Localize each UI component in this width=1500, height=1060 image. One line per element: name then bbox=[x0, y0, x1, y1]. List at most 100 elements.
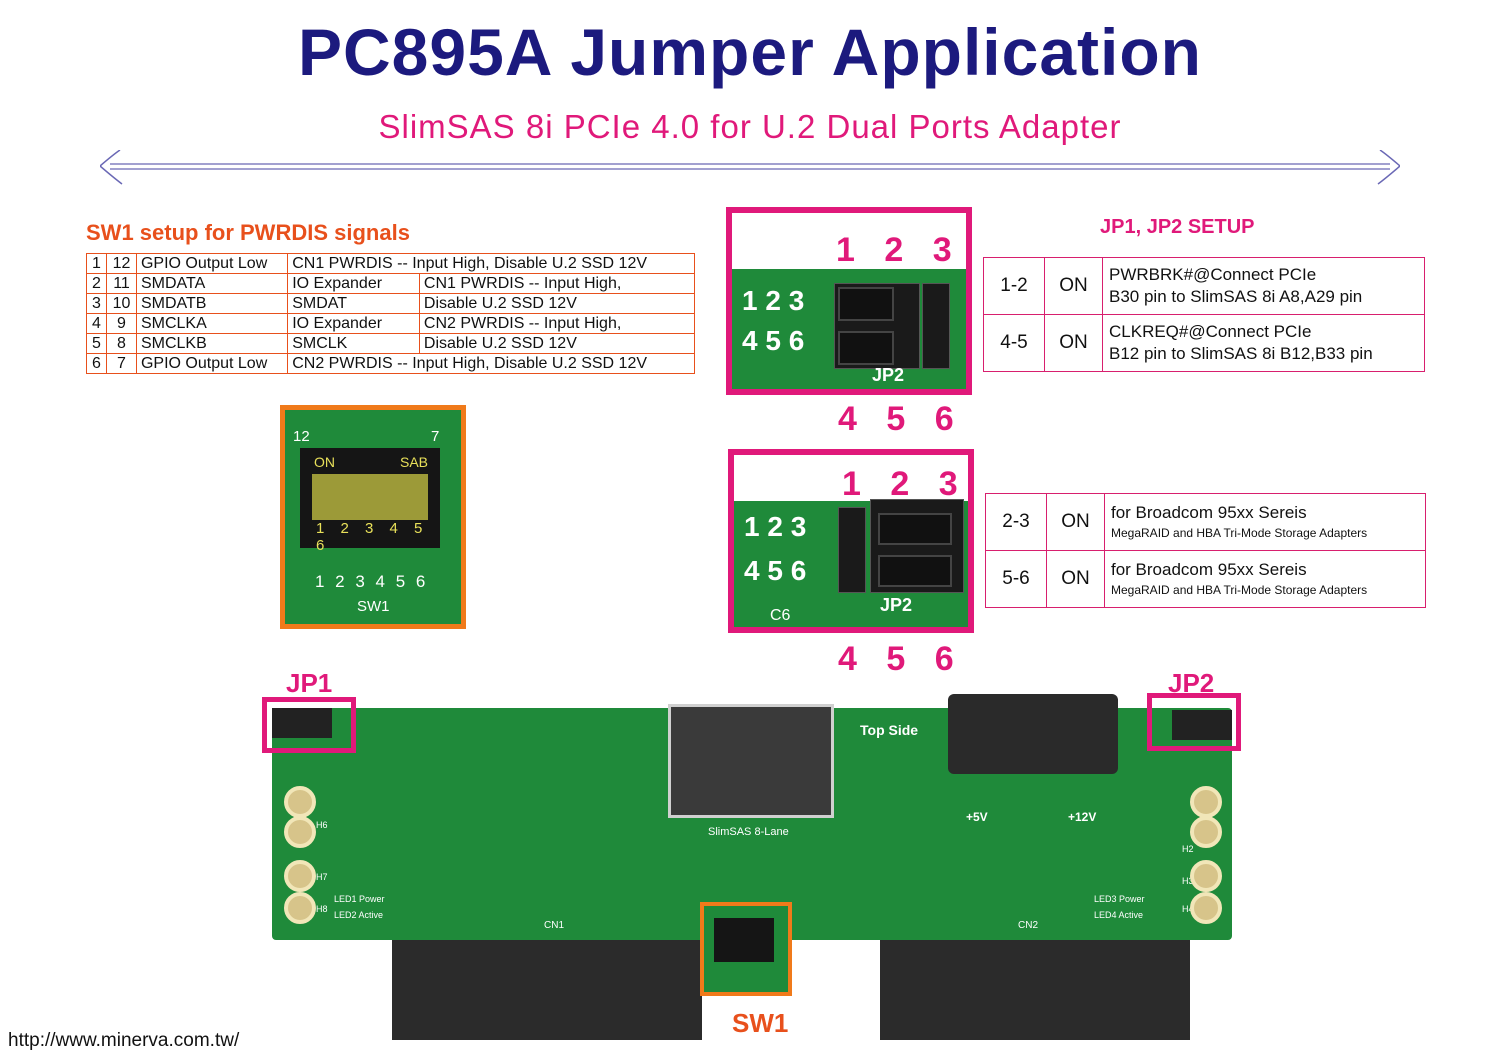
table-row: 4 9 SMCLKA IO Expander CN2 PWRDIS -- Inp… bbox=[85, 313, 696, 334]
jp1-highlight bbox=[262, 697, 356, 753]
pins: 5-6 bbox=[985, 550, 1047, 608]
silk-c6: C6 bbox=[770, 607, 791, 624]
silk-led4: LED4 Active bbox=[1094, 910, 1144, 920]
silk-slimsas: SlimSAS 8-Lane bbox=[708, 826, 789, 838]
mount-hole bbox=[1190, 816, 1222, 848]
mount-hole bbox=[284, 786, 316, 818]
silk-h3: H3 bbox=[1182, 876, 1194, 886]
silk-12: 12 bbox=[293, 428, 310, 445]
silk-top-side: Top Side bbox=[860, 722, 919, 738]
silk-12v: +12V bbox=[1068, 810, 1097, 824]
jumper-cap-45 bbox=[838, 331, 894, 365]
description: CN1 PWRDIS -- Input High, bbox=[418, 273, 696, 294]
silk-7: 7 bbox=[431, 428, 440, 445]
pins: 4-5 bbox=[983, 314, 1045, 372]
jp1-header bbox=[272, 708, 332, 738]
silk-h4: H4 bbox=[1182, 904, 1194, 914]
jp2-highlight bbox=[1147, 693, 1241, 751]
state: ON bbox=[1046, 550, 1105, 608]
pcb-board: Top Side SlimSAS 8-Lane CN1 CN2 LED1 Pow… bbox=[272, 694, 1232, 940]
state: ON bbox=[1046, 493, 1105, 551]
mount-hole bbox=[1190, 786, 1222, 818]
silk-h8: H8 bbox=[316, 904, 328, 914]
silk-456: 4 5 6 bbox=[744, 555, 807, 586]
table-row: 5 8 SMCLKB SMCLK Disable U.2 SSD 12V bbox=[85, 333, 696, 354]
jp-heading: JP1, JP2 SETUP bbox=[1100, 216, 1255, 238]
silk-456: 4 5 6 bbox=[742, 325, 805, 356]
pin-b: 7 bbox=[106, 353, 137, 374]
silk-5v: +5V bbox=[966, 810, 988, 824]
table-row: 3 10 SMDATB SMDAT Disable U.2 SSD 12V bbox=[85, 293, 696, 314]
cn1-connector bbox=[392, 940, 702, 1040]
dip-switch-body: ON SAB 1 2 3 4 5 6 bbox=[300, 448, 440, 554]
description: CN1 PWRDIS -- Input High, Disable U.2 SS… bbox=[287, 253, 695, 274]
silk-cn2: CN2 bbox=[1018, 920, 1039, 931]
pin-numbers-bottom: 4 5 6 bbox=[838, 400, 964, 438]
dip-sab-label: SAB bbox=[400, 454, 429, 470]
mount-hole bbox=[284, 892, 316, 924]
jp1-label: JP1 bbox=[286, 668, 333, 698]
device: SMDAT bbox=[287, 293, 420, 314]
pin-numbers-top: 1 2 3 bbox=[842, 465, 968, 503]
silk-jp2: JP2 bbox=[872, 365, 905, 385]
pin-a: 2 bbox=[85, 273, 108, 294]
signal: SMCLKB bbox=[135, 333, 289, 354]
pin-b: 10 bbox=[106, 293, 137, 314]
description: Disable U.2 SSD 12V bbox=[418, 293, 696, 314]
silk-123: 1 2 3 bbox=[742, 285, 805, 316]
silk-cn1: CN1 bbox=[544, 920, 565, 931]
description: CN2 PWRDIS -- Input High, Disable U.2 SS… bbox=[287, 353, 695, 374]
cn2-connector bbox=[880, 940, 1190, 1040]
description: Disable U.2 SSD 12V bbox=[418, 333, 696, 354]
signal: SMDATB bbox=[135, 293, 289, 314]
signal: GPIO Output Low bbox=[135, 253, 289, 274]
silk-h2: H2 bbox=[1182, 844, 1194, 854]
silk-h7: H7 bbox=[316, 872, 328, 882]
silk-led2: LED2 Active bbox=[334, 910, 384, 920]
sw1-dip bbox=[714, 918, 774, 962]
silk-jp2: JP2 bbox=[880, 595, 913, 615]
table-row: 6 7 GPIO Output Low CN2 PWRDIS -- Input … bbox=[85, 353, 695, 374]
pin-b: 9 bbox=[106, 313, 137, 334]
pin-a: 1 bbox=[85, 253, 108, 274]
header-pin-36 bbox=[922, 283, 950, 369]
jumper-cap-23 bbox=[878, 513, 952, 545]
silk-h6: H6 bbox=[316, 820, 328, 830]
state: ON bbox=[1044, 314, 1103, 372]
page-subtitle: SlimSAS 8i PCIe 4.0 for U.2 Dual Ports A… bbox=[378, 108, 1122, 145]
pin-numbers-top: 1 2 3 bbox=[836, 231, 962, 269]
pin-numbers-bottom: 4 5 6 bbox=[838, 640, 964, 678]
table-row: 2 11 SMDATA IO Expander CN1 PWRDIS -- In… bbox=[85, 273, 696, 294]
mount-hole bbox=[1190, 892, 1222, 924]
jumper-cap-12 bbox=[838, 287, 894, 321]
pin-b: 12 bbox=[106, 253, 137, 274]
jp-photo-2: 1 2 3 1 2 3 4 5 6 C6 JP2 bbox=[728, 449, 974, 633]
mount-hole bbox=[1190, 860, 1222, 892]
description: CN2 PWRDIS -- Input High, bbox=[418, 313, 696, 334]
signal: SMCLKA bbox=[135, 313, 289, 334]
silk-led1: LED1 Power bbox=[334, 894, 385, 904]
jumper-cap-56 bbox=[878, 555, 952, 587]
silk-sw1: SW1 bbox=[357, 598, 390, 615]
sw1-label: SW1 bbox=[732, 1008, 789, 1038]
pin-a: 4 bbox=[85, 313, 108, 334]
pin-b: 8 bbox=[106, 333, 137, 354]
pin-a: 5 bbox=[85, 333, 108, 354]
page-title: PC895A Jumper Application bbox=[298, 15, 1202, 89]
silk-123: 1 2 3 bbox=[744, 511, 807, 542]
pins: 2-3 bbox=[985, 493, 1047, 551]
signal: SMDATA bbox=[135, 273, 289, 294]
signal: GPIO Output Low bbox=[135, 353, 289, 374]
pin-a: 3 bbox=[85, 293, 108, 314]
pin-b: 11 bbox=[106, 273, 137, 294]
silk-led3: LED3 Power bbox=[1094, 894, 1145, 904]
website-url[interactable]: http://www.minerva.com.tw/ bbox=[8, 1030, 240, 1051]
